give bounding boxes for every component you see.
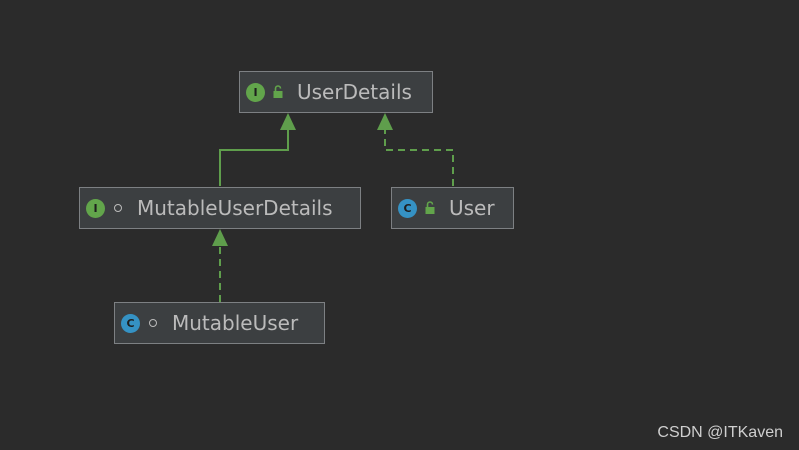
arrowhead-mutableuserdetails-userdetails [280, 113, 296, 130]
arrowhead-mutableuser-mutableuserdetails [212, 229, 228, 246]
class-icon: C [398, 198, 417, 218]
node-label: User [449, 196, 495, 220]
public-visibility-icon [271, 83, 285, 102]
edge-mutableuserdetails-extends-userdetails [219, 128, 289, 186]
package-visibility-icon [146, 314, 160, 333]
interface-icon: I [86, 198, 105, 218]
class-icon: C [121, 313, 140, 333]
node-user[interactable]: C User [391, 187, 514, 229]
node-label: UserDetails [297, 80, 412, 104]
node-label: MutableUser [172, 311, 299, 335]
node-mutableuserdetails[interactable]: I MutableUserDetails [79, 187, 361, 229]
edge-user-implements-userdetails [384, 128, 454, 186]
arrowhead-user-userdetails [377, 113, 393, 130]
watermark: CSDN @ITKaven [657, 424, 783, 441]
package-visibility-icon [111, 199, 125, 218]
public-visibility-icon [423, 199, 437, 218]
node-label: MutableUserDetails [137, 196, 333, 220]
node-mutableuser[interactable]: C MutableUser [114, 302, 325, 344]
interface-icon: I [246, 82, 265, 102]
node-userdetails[interactable]: I UserDetails [239, 71, 433, 113]
